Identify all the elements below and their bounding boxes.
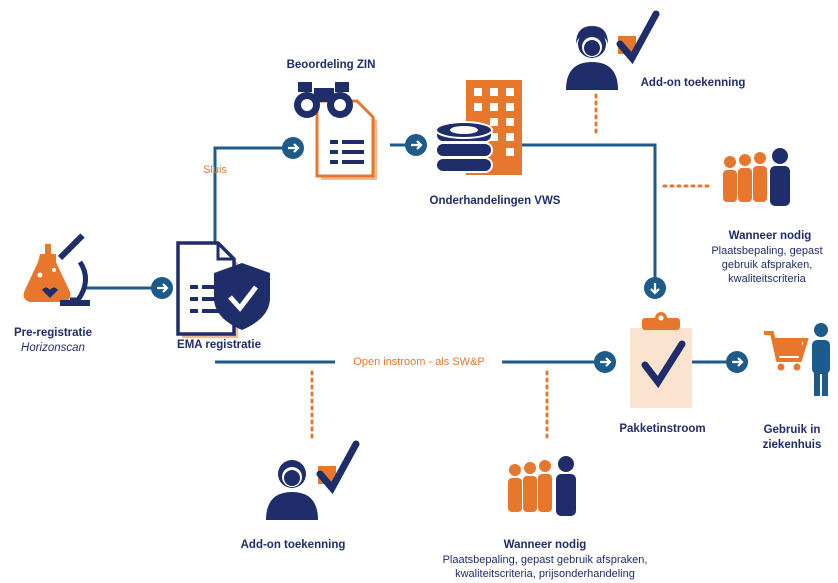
node-wanneer-top-line2: gebruik afspraken,: [721, 259, 813, 271]
document-shield-icon: [176, 241, 270, 338]
node-gebruik-line1: Gebruik in: [763, 424, 821, 436]
building-coins-icon: [435, 80, 522, 175]
group-people-icon: [508, 456, 576, 516]
line-ema-up: [213, 146, 290, 245]
lab-flask-microscope-icon: [23, 233, 90, 306]
edge-open-instroom-label: Open instroom - als SW&P: [353, 356, 485, 368]
node-wanneer-bottom-line1: Plaatsbepaling, gepast gebruik afspraken…: [442, 554, 648, 566]
node-wanneer-bottom-title: Wanneer nodig: [503, 539, 587, 551]
node-pre-registratie-label: Pre-registratie: [14, 327, 92, 339]
dotted-connectors: [310, 93, 710, 442]
arrow-circle-icon: [594, 351, 616, 373]
node-onderhandelingen-vws-label: Onderhandelingen VWS: [429, 195, 561, 207]
node-addon-top-label: Add-on toekenning: [640, 77, 746, 89]
node-wanneer-top-title: Wanneer nodig: [728, 230, 812, 242]
binoculars-document-icon: [294, 82, 377, 180]
shopping-cart-person-icon: [764, 323, 830, 396]
arrow-circle-icon: [726, 351, 748, 373]
node-beoordeling-zin-label: Beoordeling ZIN: [286, 59, 376, 71]
arrow-circles: [151, 134, 748, 373]
group-people-icon: [723, 148, 790, 206]
connector-lines: [82, 143, 728, 364]
line-vws-to-right: [500, 143, 657, 280]
edge-sluis-label: Sluis: [203, 164, 227, 176]
node-pre-registratie-sublabel: Horizonscan: [21, 342, 85, 354]
node-wanneer-bottom-line2: kwaliteitscriteria, prijsonderhandeling: [455, 568, 635, 580]
node-gebruik-line2: ziekenhuis: [762, 439, 822, 451]
arrow-circle-icon: [405, 134, 427, 156]
clipboard-check-icon: [630, 312, 692, 408]
node-pakketinstroom-label: Pakketinstroom: [619, 423, 706, 435]
node-addon-bottom-label: Add-on toekenning: [240, 539, 346, 551]
arrow-circle-icon: [151, 277, 173, 299]
person-check-icon: [566, 10, 660, 90]
arrow-circle-down-icon: [644, 277, 666, 299]
node-wanneer-top-line1: Plaatsbepaling, gepast: [711, 245, 823, 257]
person-check-icon: [266, 440, 360, 520]
arrow-circle-icon: [282, 137, 304, 159]
node-ema-registratie-label: EMA registratie: [177, 339, 261, 351]
node-wanneer-top-line3: kwaliteitscriteria: [728, 273, 806, 285]
